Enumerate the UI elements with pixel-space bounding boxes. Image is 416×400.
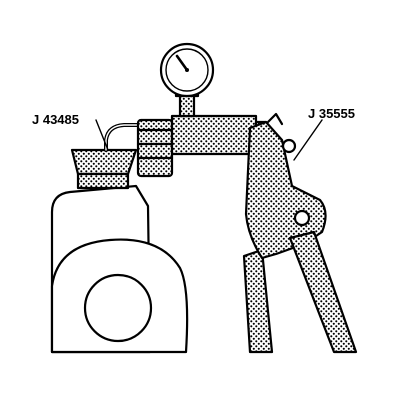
vacuum-pump-j35555 [242, 112, 358, 354]
engine-block [50, 184, 189, 354]
cooling-system-adapter-j43485 [70, 148, 138, 190]
adapter-hose [104, 123, 142, 152]
engine-pulley [83, 273, 153, 343]
pressure-gauge [159, 42, 215, 118]
label-j43485: J 43485 [32, 112, 79, 127]
leader-line-j43485 [95, 119, 109, 151]
gauge-needle [175, 54, 189, 72]
label-j35555: J 35555 [308, 106, 355, 121]
leader-line-j35555 [293, 119, 323, 161]
coupler-fitting [136, 118, 174, 178]
